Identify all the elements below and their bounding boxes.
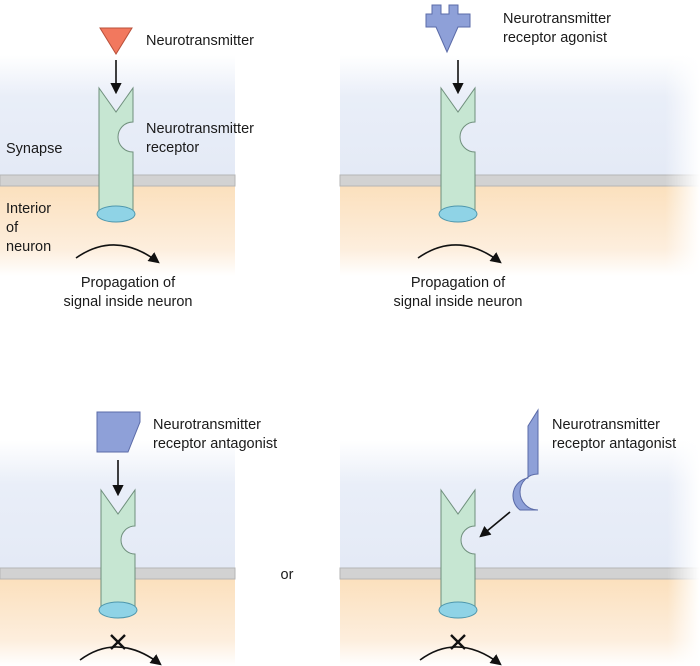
receptor-base-icon bbox=[438, 205, 478, 223]
antagonist-label-line2: receptor antagonist bbox=[153, 436, 277, 452]
antagonist-label-line1: Neurotransmitter bbox=[552, 417, 660, 433]
signal-arrow bbox=[417, 244, 502, 264]
receptor-icon bbox=[440, 86, 476, 213]
panel-bottom-left: Neurotransmitter receptor antagonist bbox=[0, 411, 277, 666]
signal-label-line2: signal inside neuron bbox=[394, 294, 523, 310]
receptor-base-icon bbox=[98, 601, 138, 619]
receptor-base-icon bbox=[96, 205, 136, 223]
panel-bottom-right: Neurotransmitter receptor antagonist bbox=[339, 408, 700, 666]
neurotransmitter-label: Neurotransmitter bbox=[146, 33, 254, 49]
signal-label-line2: signal inside neuron bbox=[64, 294, 193, 310]
agonist-label-line1: Neurotransmitter bbox=[503, 11, 611, 27]
panel-top-right: Neurotransmitter receptor agonist Propag… bbox=[339, 4, 700, 310]
or-connector: or bbox=[281, 567, 294, 583]
fade-right bbox=[560, 55, 700, 286]
panel-top-left: Neurotransmitter Neurotransmitter recept… bbox=[0, 27, 254, 310]
signal-arrow bbox=[79, 646, 162, 666]
agonist-icon bbox=[425, 4, 471, 54]
receptor-icon bbox=[100, 488, 136, 607]
signal-arrow bbox=[419, 646, 502, 666]
agonist-label-line2: receptor agonist bbox=[503, 30, 607, 46]
interior-label-line2: of bbox=[6, 220, 19, 236]
receptor-label-line1: Neurotransmitter bbox=[146, 121, 254, 137]
blocked-x-icon bbox=[110, 634, 126, 650]
receptor-icon bbox=[98, 86, 134, 213]
antagonist-label-line2: receptor antagonist bbox=[552, 436, 676, 452]
signal-arrow bbox=[75, 244, 160, 264]
signal-label-line1: Propagation of bbox=[411, 275, 506, 291]
antagonist-icon bbox=[96, 411, 141, 453]
signal-label-line1: Propagation of bbox=[81, 275, 176, 291]
binding-arrow bbox=[479, 511, 511, 538]
synapse-label: Synapse bbox=[6, 141, 62, 157]
membrane bbox=[339, 567, 700, 580]
antagonist-label-line1: Neurotransmitter bbox=[153, 417, 261, 433]
neurotransmitter-icon bbox=[99, 27, 133, 55]
interior-label-line3: neuron bbox=[6, 239, 51, 255]
antagonist-icon bbox=[512, 408, 539, 511]
fade-right bbox=[570, 440, 700, 666]
membrane bbox=[339, 174, 700, 187]
interior-label-line1: Interior bbox=[6, 201, 51, 217]
blocked-x-icon bbox=[450, 634, 466, 650]
receptor-icon bbox=[440, 488, 476, 607]
receptor-base-icon bbox=[438, 601, 478, 619]
receptor-label-line2: receptor bbox=[146, 140, 199, 156]
